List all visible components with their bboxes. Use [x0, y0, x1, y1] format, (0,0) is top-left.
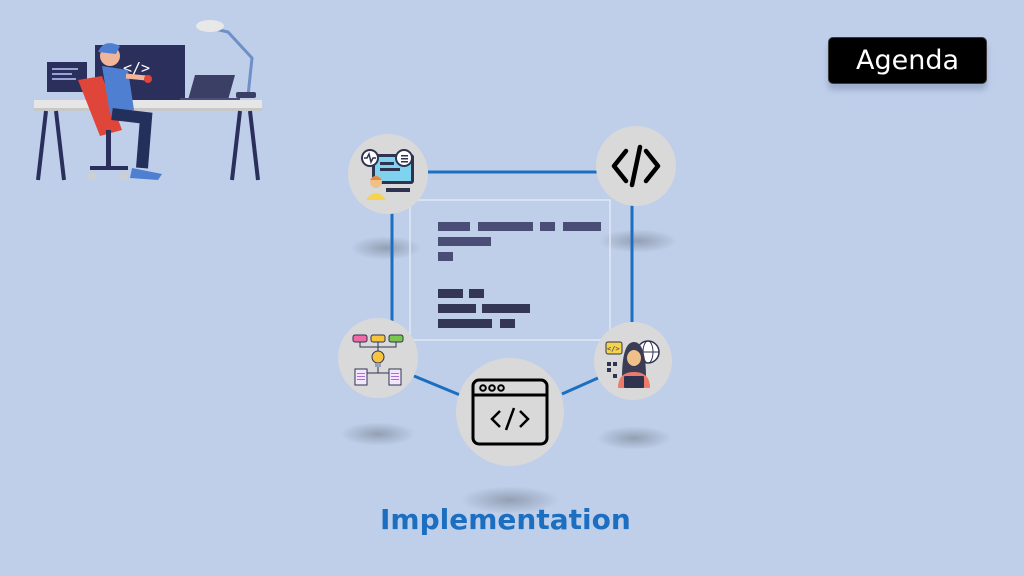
node-shadow — [460, 486, 560, 514]
node-code — [596, 126, 676, 206]
hacker-globe-icon: </> — [605, 340, 660, 388]
node-shadow — [596, 426, 672, 450]
flowchart-idea-icon — [352, 334, 404, 386]
node-developer — [348, 134, 428, 214]
agenda-button[interactable]: Agenda — [828, 37, 987, 84]
connector-bottom-right — [561, 376, 599, 396]
node-planning — [338, 318, 418, 398]
developer-desk-illustration: </> — [34, 20, 262, 181]
node-shadow — [598, 229, 678, 253]
node-hacker: </> — [594, 322, 672, 400]
svg-text:</>: </> — [123, 59, 150, 77]
code-panel-frame — [409, 199, 611, 341]
svg-text:</>: </> — [607, 345, 620, 353]
connector-bottom-left — [413, 374, 461, 397]
browser-code-window-icon — [471, 378, 549, 446]
diagram-caption: Implementation — [380, 503, 631, 536]
code-brackets-icon — [611, 144, 661, 188]
node-shadow — [340, 422, 416, 446]
developer-monitor-icon — [361, 149, 414, 200]
node-browser — [456, 358, 564, 466]
